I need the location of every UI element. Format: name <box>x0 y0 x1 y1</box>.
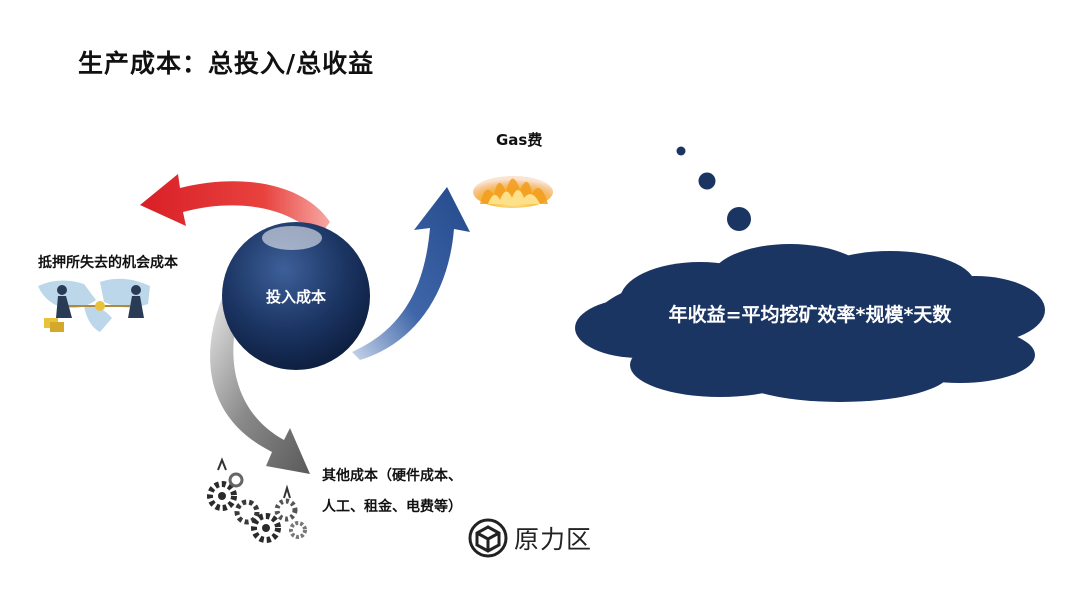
gas-fee-label: Gas费 <box>496 131 543 149</box>
annual-revenue-formula: 年收益=平均挖矿效率*规模*天数 <box>668 304 952 326</box>
revenue-cloud <box>575 244 1045 402</box>
thought-dot-large <box>727 207 751 231</box>
page-title: 生产成本：总投入/总收益 <box>78 49 375 78</box>
gears-icon <box>207 457 307 543</box>
investment-cost-label: 投入成本 <box>265 287 326 306</box>
gray-arrow <box>210 298 310 474</box>
opportunity-cost-label: 抵押所失去的机会成本 <box>38 255 178 271</box>
thought-dot-small <box>676 146 686 156</box>
investment-cost-sphere <box>222 222 370 370</box>
logo-cube-icon <box>468 518 508 558</box>
tug-of-war-icon <box>38 278 150 332</box>
thought-dot-medium <box>698 172 716 190</box>
red-arrow <box>140 174 330 238</box>
blue-arrow <box>352 187 470 360</box>
brand-logo-text: 原力区 <box>514 525 593 554</box>
other-costs-label: 其他成本（硬件成本、人工、租金、电费等） <box>322 468 462 515</box>
fire-icon <box>473 176 553 208</box>
sphere-highlight <box>262 226 322 250</box>
